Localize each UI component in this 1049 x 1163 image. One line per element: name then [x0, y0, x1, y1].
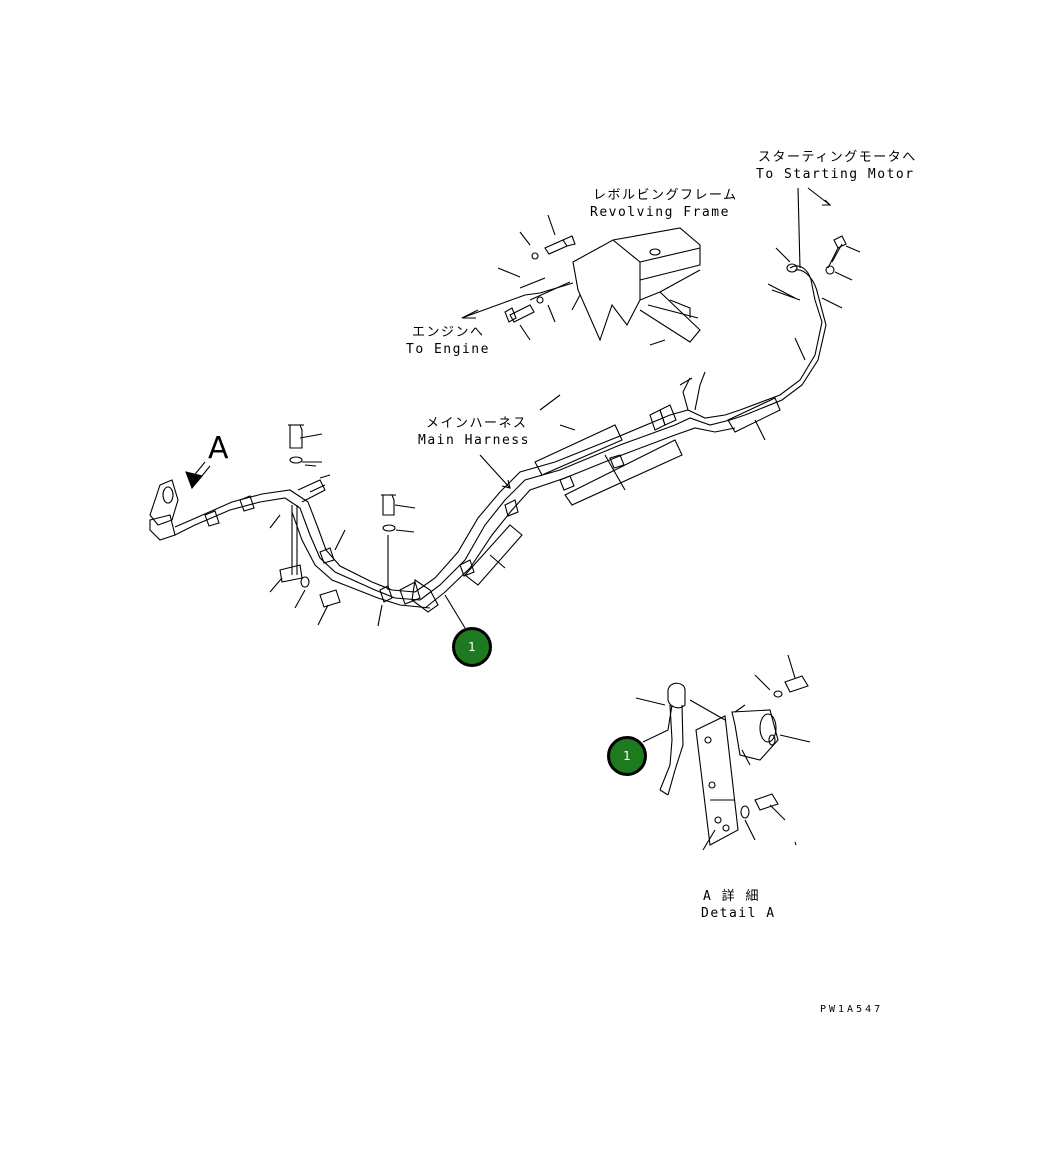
starting-motor-cable [739, 187, 861, 416]
starting-motor-label-en: To Starting Motor [756, 167, 915, 182]
detail-label-en: Detail A [701, 906, 776, 921]
detail-a [635, 654, 811, 851]
part-callout-1-detail[interactable]: 1 [607, 736, 647, 776]
main-harness [414, 371, 781, 609]
main-harness-leader [479, 454, 511, 489]
frame-bolts [497, 214, 581, 341]
engine-label-jp: エンジンへ [412, 325, 485, 340]
revolving-frame-label-jp: レボルビングフレーム [593, 188, 738, 203]
engine-label-en: To Engine [406, 342, 490, 357]
left-bolts [269, 424, 416, 627]
callout-leaders [444, 594, 673, 743]
view-arrow [185, 461, 211, 490]
revolving-frame-label-en: Revolving Frame [590, 205, 730, 220]
view-letter-a: A [208, 431, 229, 466]
main-harness-label-jp: メインハーネス [426, 416, 528, 431]
drawing-code: PW1A547 [820, 1004, 884, 1015]
part-callout-1-main[interactable]: 1 [452, 627, 492, 667]
main-harness-label-en: Main Harness [418, 433, 530, 448]
harness-left-section [149, 479, 439, 613]
engine-cable [461, 277, 574, 319]
starting-motor-label-jp: スターティングモータへ [758, 150, 917, 165]
detail-label-jp: A 詳 細 [703, 889, 760, 904]
revolving-frame-bracket [572, 227, 701, 346]
